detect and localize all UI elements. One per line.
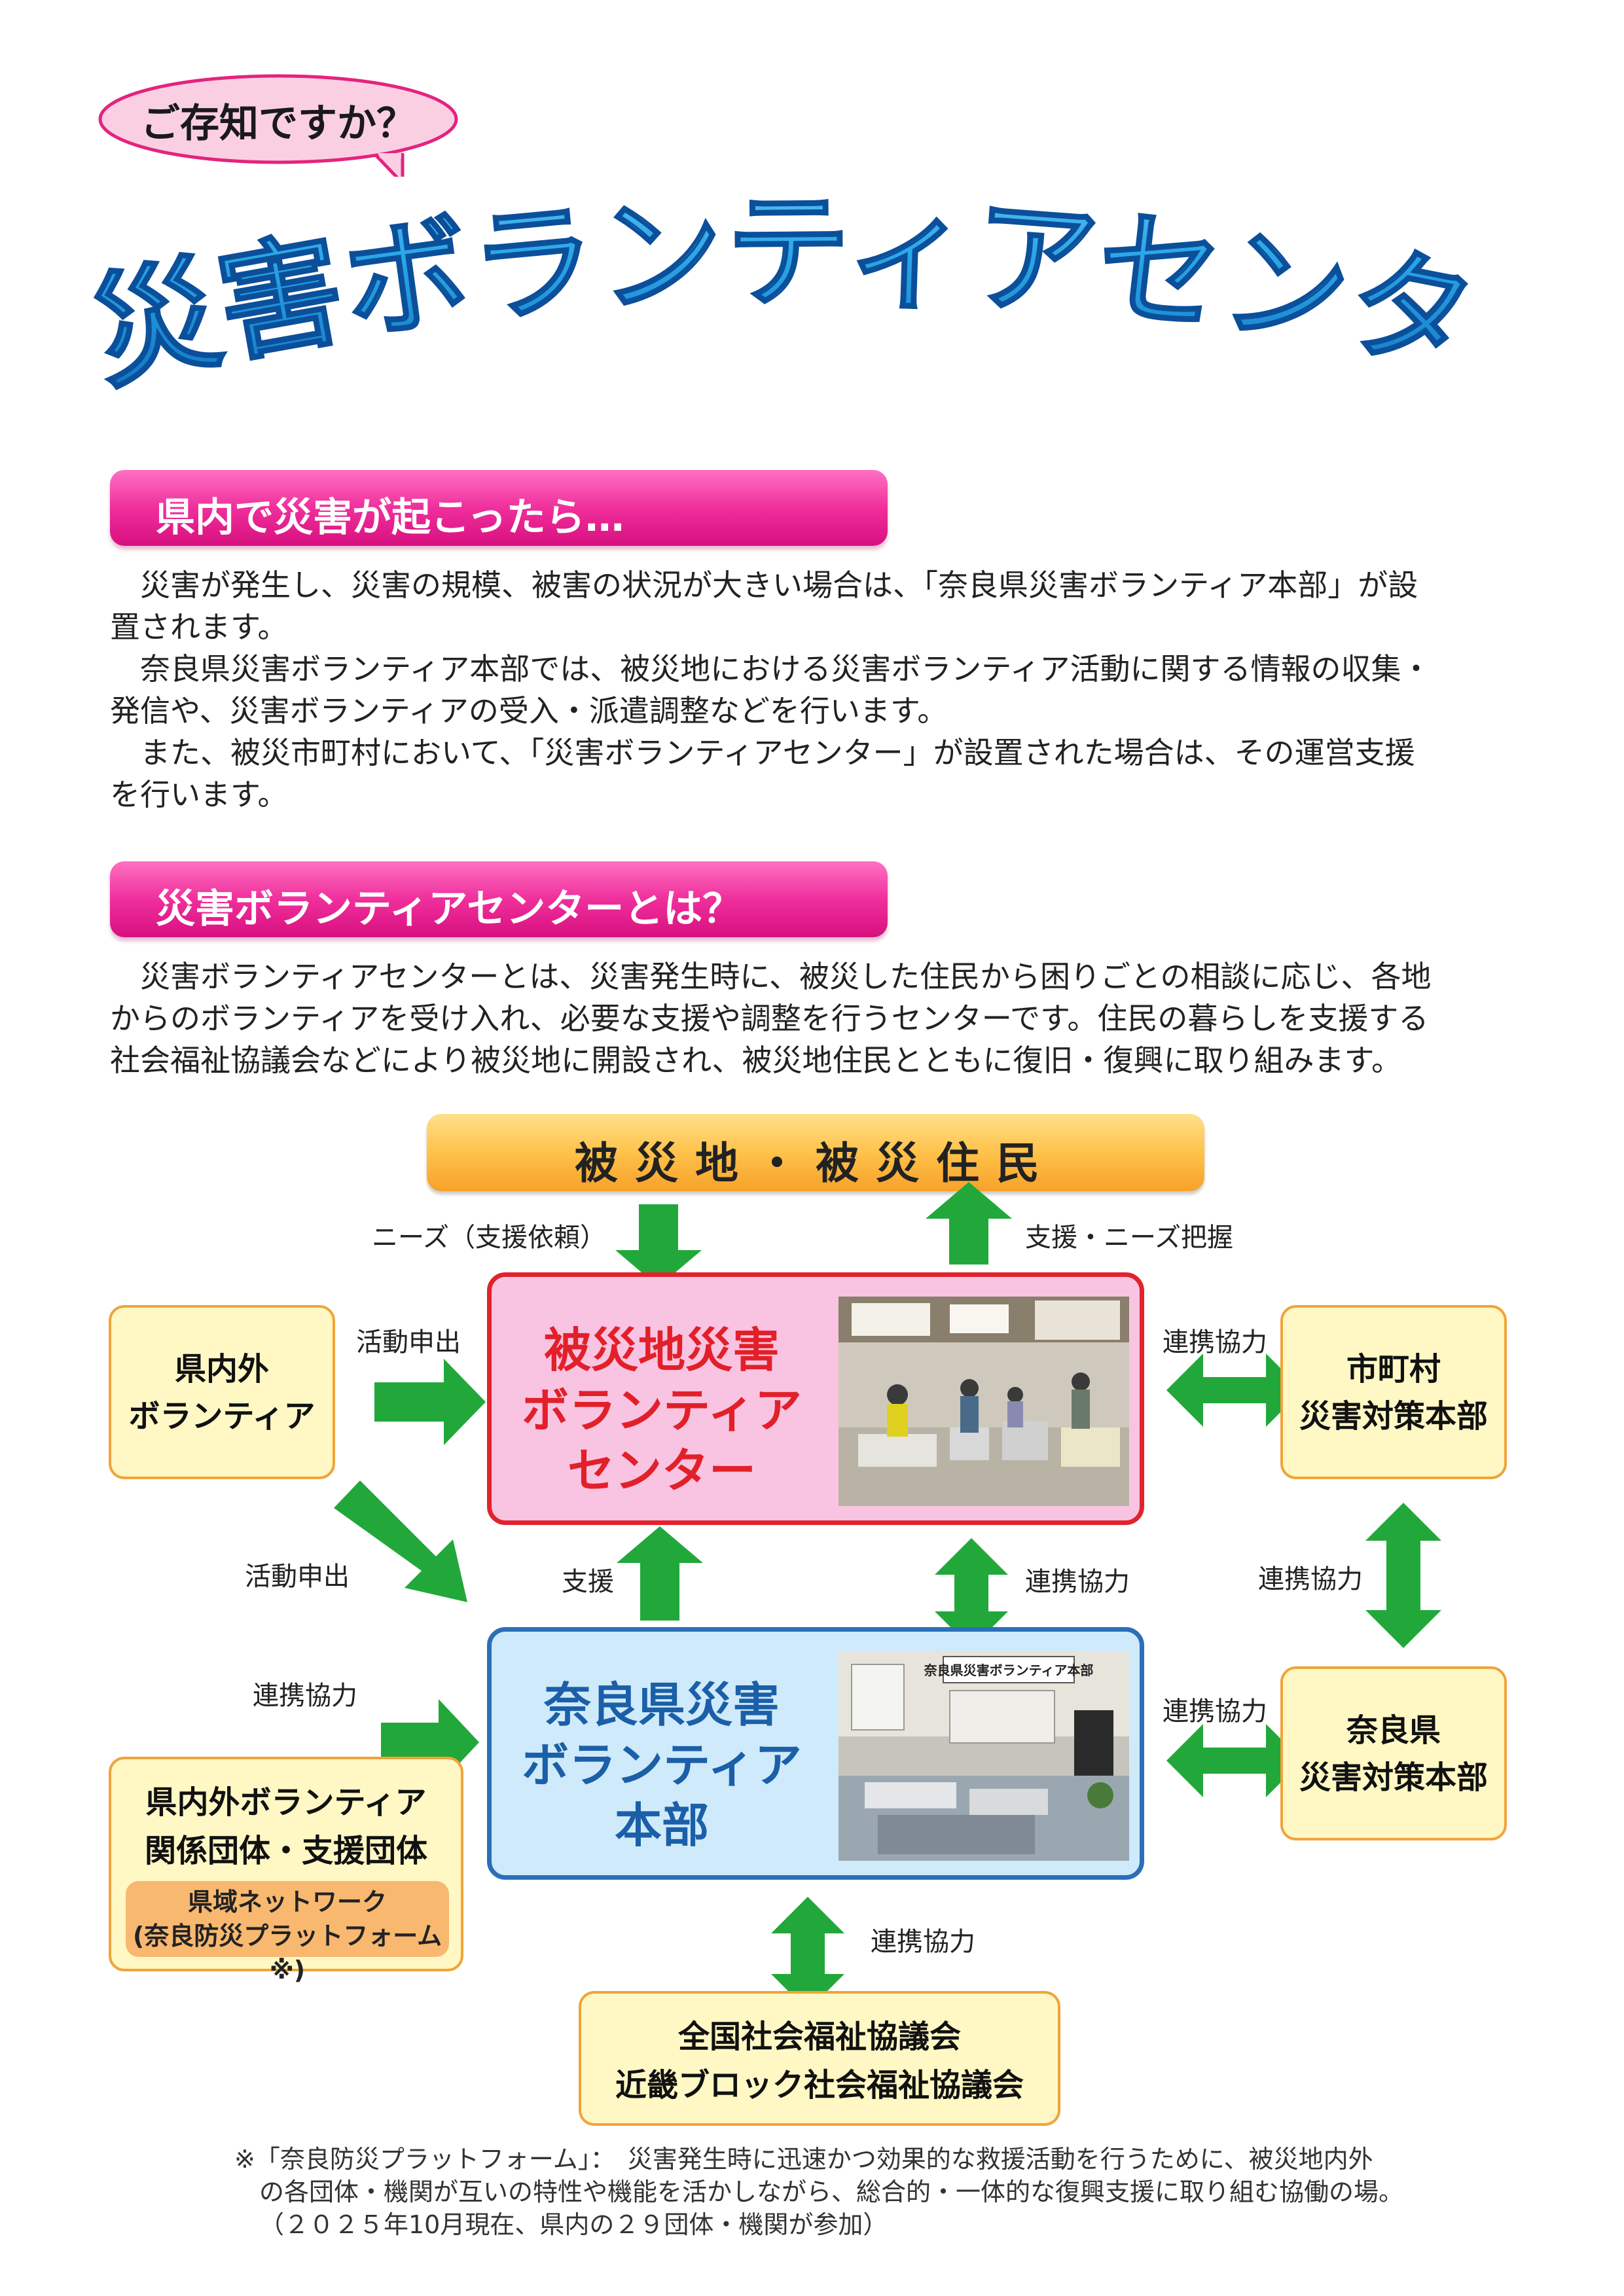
org-label: 関係団体・支援団体 <box>144 1833 427 1869</box>
arrow-up-support <box>926 1182 1012 1265</box>
body-line: 置されます。 <box>110 609 288 645</box>
arrow-both-right <box>1365 1503 1441 1648</box>
national-council-box: 全国社会福祉協議会 近畿ブロック社会福祉協議会 <box>579 1991 1060 2126</box>
prefecture-disaster-hq-box: 奈良県 災害対策本部 <box>1280 1666 1507 1840</box>
label-support-needs: 支援・ニーズ把握 <box>1025 1223 1233 1253</box>
pref-label: 奈良県 <box>1346 1712 1441 1749</box>
bubble-text: ご存知ですか？ <box>141 101 416 147</box>
footnote-line: ※「奈良防災プラットフォーム」： 災害発生時に迅速かつ効果的な救援活動を行うため… <box>234 2145 1373 2174</box>
center-top-label: センター <box>567 1443 756 1498</box>
section-header-center: 災害ボランティアセンターとは？ <box>110 861 888 937</box>
section-title: 県内で災害が起こったら… <box>156 495 624 541</box>
label-coop-pref: 連携協力 <box>1163 1696 1267 1727</box>
body-line: を行います。 <box>110 777 288 812</box>
footnote-line: の各団体・機関が互いの特性や機能を活かしながら、総合的・一体的な復興支援に取り組… <box>259 2178 1404 2206</box>
center-mid-label: 奈良県災害 <box>543 1677 780 1732</box>
section-title: 災害ボランティアセンターとは？ <box>156 886 742 932</box>
center-top-label: 被災地災害 <box>543 1323 780 1378</box>
body-line: 災害が発生し、災害の規模、被害の状況が大きい場合は、「奈良県災害ボランティア本部… <box>110 567 1418 603</box>
center-mid-label: ボランティア <box>522 1738 802 1793</box>
label-needs: ニーズ（支援依頼） <box>372 1223 606 1253</box>
center-mid-label: 本部 <box>614 1798 709 1853</box>
affected-area-label: 被災地・被災住民 <box>575 1138 1056 1189</box>
city-disaster-hq-box: 市町村 災害対策本部 <box>1280 1305 1507 1479</box>
volunteer-box: 県内外 ボランティア <box>109 1305 335 1479</box>
center-photo <box>839 1297 1129 1506</box>
label-activity: 活動申出 <box>245 1562 350 1592</box>
arrow-up-support-mid <box>617 1526 703 1621</box>
arrow-right-activity <box>374 1359 486 1445</box>
arrow-both-city <box>1166 1354 1303 1427</box>
network-label: 県域ネットワーク <box>187 1888 387 1916</box>
label-coop-mid: 連携協力 <box>1025 1567 1130 1597</box>
section1-body: 災害が発生し、災害の規模、被害の状況が大きい場合は、「奈良県災害ボランティア本部… <box>110 564 1431 816</box>
label-coop-right: 連携協力 <box>1258 1564 1363 1594</box>
network-label: (奈良防災プラットフォーム※) <box>132 1922 442 1984</box>
city-label: 災害対策本部 <box>1299 1398 1488 1435</box>
section2-body: 災害ボランティアセンターとは、災害発生時に、被災した住民から困りごとの相談に応じ… <box>110 956 1431 1081</box>
arrow-down-needs <box>615 1204 702 1287</box>
network-box: 県域ネットワーク (奈良防災プラットフォーム※) <box>126 1881 449 1984</box>
org-label: 県内外ボランティア <box>145 1784 427 1821</box>
body-line: 発信や、災害ボランティアの受入・派遣調整などを行います。 <box>110 693 948 728</box>
body-line: 災害ボランティアセンターとは、災害発生時に、被災した住民から困りごとの相談に応じ… <box>110 959 1432 994</box>
volunteer-label: ボランティア <box>128 1398 316 1435</box>
arrow-both-mid <box>935 1538 1008 1648</box>
volunteer-label: 県内外 <box>174 1351 269 1388</box>
photo-banner-text: 奈良県災害ボランティア本部 <box>924 1662 1094 1678</box>
disaster-volunteer-center-box: 被災地災害 ボランティア センター <box>487 1272 1144 1525</box>
section-header-disaster: 県内で災害が起こったら… <box>110 470 888 546</box>
label-activity: 活動申出 <box>356 1327 461 1357</box>
national-label: 近畿ブロック社会福祉協議会 <box>615 2067 1024 2104</box>
body-line: また、被災市町村において、「災害ボランティアセンター」が設置された場合は、その運… <box>110 735 1415 770</box>
pref-label: 災害対策本部 <box>1299 1759 1488 1796</box>
nara-volunteer-hq-box: 奈良県災害 ボランティア 本部 奈良県災害ボランティア本部 <box>487 1627 1144 1880</box>
affected-area-bar: 被災地・被災住民 <box>427 1114 1204 1191</box>
arrow-diagonal-activity <box>334 1480 467 1602</box>
footnote: ※「奈良防災プラットフォーム」： 災害発生時に迅速かつ効果的な救援活動を行うため… <box>234 2143 1403 2241</box>
body-line: 奈良県災害ボランティア本部では、被災地における災害ボランティア活動に関する情報の… <box>110 651 1432 687</box>
label-coop-city: 連携協力 <box>1163 1327 1267 1357</box>
body-line: からのボランティアを受け入れ、必要な支援や調整を行うセンターです。住民の暮らしを… <box>110 1001 1429 1036</box>
main-title: 災害ボランティアセンター <box>85 183 1487 408</box>
footnote-line: （２０２５年10月現在、県内の２９団体・機関が参加） <box>259 2210 888 2239</box>
label-coop-left: 連携協力 <box>253 1681 357 1711</box>
national-label: 全国社会福祉協議会 <box>677 2018 961 2055</box>
hq-photo: 奈良県災害ボランティア本部 <box>839 1651 1129 1861</box>
speech-bubble <box>98 74 458 177</box>
body-line: 社会福祉協議会などにより被災地に開設され、被災地住民とともに復旧・復興に取り組み… <box>110 1043 1401 1078</box>
city-label: 市町村 <box>1346 1351 1441 1388</box>
arrow-both-bottom <box>771 1897 844 2011</box>
label-coop-bottom: 連携協力 <box>871 1927 975 1957</box>
arrow-both-pref <box>1166 1724 1303 1797</box>
center-top-label: ボランティア <box>522 1383 802 1438</box>
label-support: 支援 <box>562 1567 614 1597</box>
